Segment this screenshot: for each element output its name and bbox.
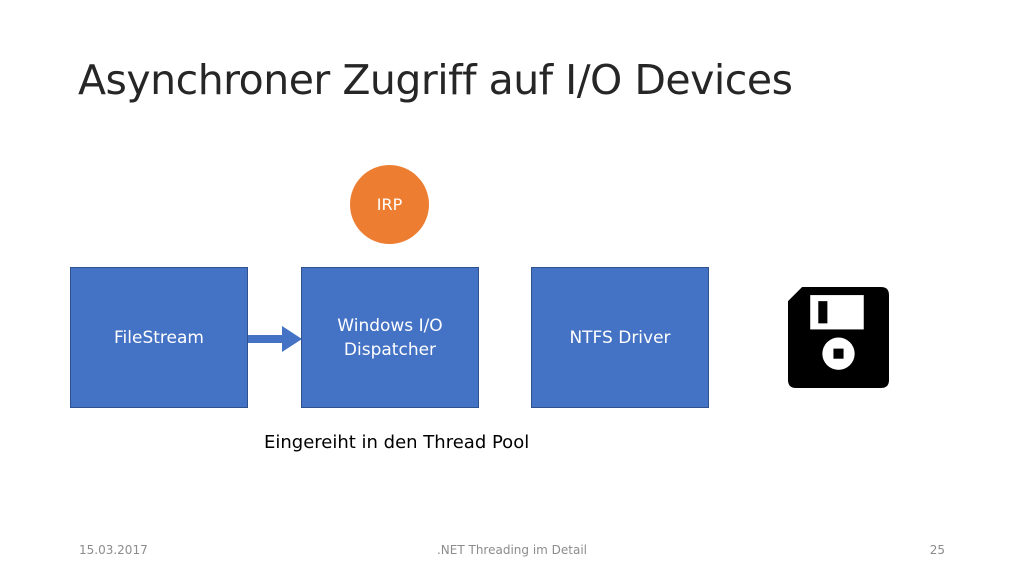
footer-date: 15.03.2017 [79,543,148,557]
thread-pool-caption: Eingereiht in den Thread Pool [264,432,530,453]
irp-circle: IRP [350,165,429,244]
dispatcher-label: Windows I/O Dispatcher [337,315,443,360]
ntfs-driver-label: NTFS Driver [569,327,671,348]
irp-label: IRP [376,195,403,214]
filestream-box: FileStream [70,267,248,408]
arrow-icon [248,326,302,352]
slide-title: Asynchroner Zugriff auf I/O Devices [78,56,793,104]
ntfs-driver-box: NTFS Driver [531,267,709,408]
dispatcher-box: Windows I/O Dispatcher [301,267,479,408]
filestream-label: FileStream [114,327,204,348]
footer-title: .NET Threading im Detail [436,543,588,557]
floppy-disk-icon [788,287,889,388]
page-number: 25 [929,543,945,557]
